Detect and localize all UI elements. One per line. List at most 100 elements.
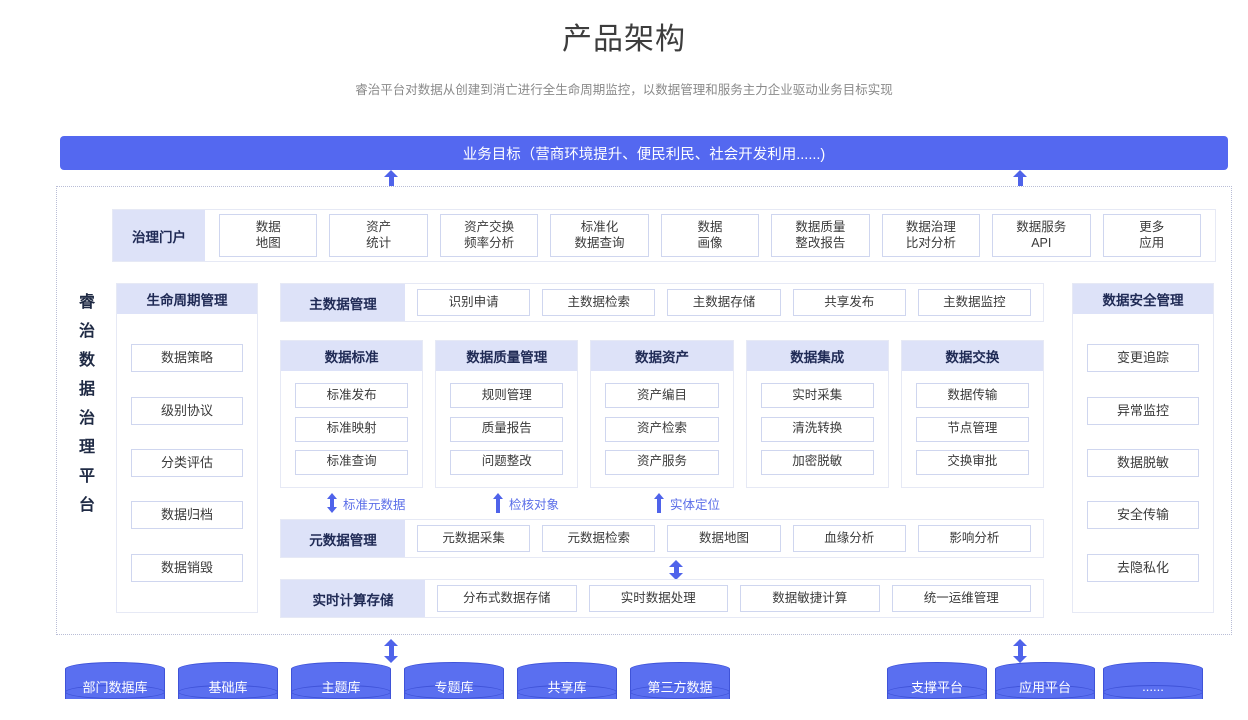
domain-item[interactable]: 加密脱敏 xyxy=(760,449,874,475)
lifecycle-item[interactable]: 数据策略 xyxy=(131,344,243,373)
domain-item[interactable]: 标准发布 xyxy=(295,383,409,409)
datasource-cylinder[interactable]: 基础库 xyxy=(178,662,278,706)
realtime-compute-storage-row: 实时计算存储 分布式数据存储 实时数据处理 数据敏捷计算 统一运维管理 xyxy=(280,579,1044,618)
domain-panel-row: 数据标准 标准发布 标准映射 标准查询 数据质量管理 规则管理 质量报告 问题整… xyxy=(280,340,1045,488)
portal-app-label-line1: 数据质量 xyxy=(795,219,846,234)
domain-item[interactable]: 数据传输 xyxy=(915,383,1030,409)
datasource-cylinder[interactable]: 第三方数据 xyxy=(630,662,730,706)
domain-item[interactable]: 资产编目 xyxy=(605,383,719,409)
domain-item[interactable]: 规则管理 xyxy=(450,383,564,409)
portal-app-item[interactable]: 更多 应用 xyxy=(1102,214,1201,257)
portal-app-label-line1: 数据 xyxy=(697,219,723,234)
platform-cylinder[interactable]: 支撑平台 xyxy=(887,662,987,706)
master-data-item[interactable]: 共享发布 xyxy=(792,289,906,316)
portal-app-list: 数据 地图 资产 统计 资产交换 频率分析 标准化 数据查询 数据 画像 数据质… xyxy=(205,210,1215,261)
arrow-shaft xyxy=(1017,646,1023,656)
datasource-label: 基础库 xyxy=(208,679,248,695)
domain-item[interactable]: 清洗转换 xyxy=(760,416,874,442)
lifecycle-item-list: 数据策略 级别协议 分类评估 数据归档 数据销毁 xyxy=(117,314,257,612)
flow-label-text: 标准元数据 xyxy=(343,497,406,512)
master-data-item[interactable]: 主数据检索 xyxy=(542,289,656,316)
arrow-up-icon xyxy=(493,493,503,513)
cylinder-bottom-ellipse xyxy=(291,685,391,699)
arrow-shaft xyxy=(673,567,679,573)
master-data-item[interactable]: 识别申请 xyxy=(417,289,531,316)
platform-vertical-label: 睿治数据治理平台 xyxy=(78,294,95,514)
domain-item[interactable]: 交换审批 xyxy=(915,449,1030,475)
security-item[interactable]: 安全传输 xyxy=(1087,501,1199,530)
metadata-item[interactable]: 元数据采集 xyxy=(417,525,531,552)
datasource-cylinder[interactable]: 主题库 xyxy=(291,662,391,706)
metadata-item[interactable]: 影响分析 xyxy=(917,525,1032,552)
portal-app-label-line2: 统计 xyxy=(366,235,392,250)
datasource-cylinder[interactable]: 共享库 xyxy=(517,662,617,706)
security-item[interactable]: 去隐私化 xyxy=(1087,553,1199,582)
domain-item[interactable]: 节点管理 xyxy=(915,416,1030,442)
domain-item[interactable]: 问题整改 xyxy=(450,449,564,475)
portal-app-item[interactable]: 数据服务 API xyxy=(992,214,1091,257)
metadata-flow-labels: 标准元数据 检核对象 实体定位 xyxy=(280,493,1044,515)
security-item[interactable]: 数据脱敏 xyxy=(1087,448,1199,477)
domain-item[interactable]: 质量报告 xyxy=(450,416,564,442)
compute-item[interactable]: 统一运维管理 xyxy=(891,585,1031,612)
arrow-head-up-icon xyxy=(384,170,398,177)
portal-app-item[interactable]: 资产交换 频率分析 xyxy=(439,214,539,257)
cylinder-bottom-ellipse xyxy=(178,685,278,699)
metadata-item[interactable]: 元数据检索 xyxy=(542,525,656,552)
master-data-item[interactable]: 主数据监控 xyxy=(917,289,1032,316)
metadata-item[interactable]: 血缘分析 xyxy=(792,525,906,552)
lifecycle-item[interactable]: 数据销毁 xyxy=(131,553,243,582)
domain-header: 数据交换 xyxy=(901,341,1044,371)
datasource-cylinder[interactable]: 专题库 xyxy=(404,662,504,706)
master-data-item-list: 识别申请 主数据检索 主数据存储 共享发布 主数据监控 xyxy=(405,284,1043,321)
flow-label-check-object: 检核对象 xyxy=(493,493,559,513)
lifecycle-item[interactable]: 数据归档 xyxy=(131,501,243,530)
master-data-item[interactable]: 主数据存储 xyxy=(667,289,781,316)
portal-app-label-line2: API xyxy=(1031,235,1052,250)
flow-label-text: 检核对象 xyxy=(509,497,560,512)
datasource-cylinder[interactable]: 部门数据库 xyxy=(65,662,165,706)
cylinder-bottom-ellipse xyxy=(517,685,617,699)
portal-app-item[interactable]: 数据治理 比对分析 xyxy=(881,214,981,257)
arrow-platform-to-platforms xyxy=(1013,639,1027,663)
portal-app-item[interactable]: 资产 统计 xyxy=(329,214,428,257)
arrow-head-down-icon xyxy=(1013,656,1027,663)
portal-app-item[interactable]: 数据 地图 xyxy=(219,214,318,257)
domain-item[interactable]: 标准查询 xyxy=(295,449,409,475)
domain-item[interactable]: 实时采集 xyxy=(760,383,874,409)
arrow-shaft xyxy=(1017,177,1023,189)
page-subtitle: 睿治平台对数据从创建到消亡进行全生命周期监控，以数据管理和服务主力企业驱动业务目… xyxy=(355,83,893,97)
arrow-metadata-to-compute xyxy=(669,560,683,580)
platform-cylinder[interactable]: 应用平台 xyxy=(995,662,1095,706)
domain-header: 数据资产 xyxy=(591,341,733,371)
compute-item[interactable]: 实时数据处理 xyxy=(588,585,728,612)
lifecycle-item[interactable]: 级别协议 xyxy=(131,396,243,425)
domain-item-list: 实时采集 清洗转换 加密脱敏 xyxy=(747,371,888,487)
portal-app-item[interactable]: 标准化 数据查询 xyxy=(550,214,649,257)
governance-portal-header: 治理门户 xyxy=(113,210,205,261)
arrow-shaft xyxy=(388,177,394,189)
compute-item[interactable]: 数据敏捷计算 xyxy=(740,585,880,612)
metadata-item-list: 元数据采集 元数据检索 数据地图 血缘分析 影响分析 xyxy=(405,520,1043,557)
security-item[interactable]: 异常监控 xyxy=(1087,396,1199,425)
security-item[interactable]: 变更追踪 xyxy=(1087,344,1199,373)
domain-header: 数据质量管理 xyxy=(436,341,578,371)
portal-app-item[interactable]: 数据质量 整改报告 xyxy=(771,214,870,257)
portal-app-item[interactable]: 数据 画像 xyxy=(660,214,760,257)
arrow-head-down-icon xyxy=(384,656,398,663)
lifecycle-item[interactable]: 分类评估 xyxy=(131,448,243,477)
domain-item[interactable]: 资产服务 xyxy=(605,449,719,475)
lifecycle-header: 生命周期管理 xyxy=(117,284,257,314)
domain-item[interactable]: 标准映射 xyxy=(295,416,409,442)
metadata-item[interactable]: 数据地图 xyxy=(667,525,781,552)
arrow-head-up-icon xyxy=(1013,639,1027,646)
portal-app-label-line2: 画像 xyxy=(697,235,723,250)
business-goal-bar: 业务目标（营商环境提升、便民利民、社会开发利用......) xyxy=(60,136,1228,170)
domain-item[interactable]: 资产检索 xyxy=(605,416,719,442)
compute-item[interactable]: 分布式数据存储 xyxy=(437,585,577,612)
platform-cylinder[interactable]: ...... xyxy=(1103,662,1203,706)
portal-app-label-line2: 频率分析 xyxy=(464,235,515,250)
portal-app-label-line1: 数据服务 xyxy=(1016,219,1067,234)
arrow-bidirectional-icon xyxy=(327,493,337,513)
